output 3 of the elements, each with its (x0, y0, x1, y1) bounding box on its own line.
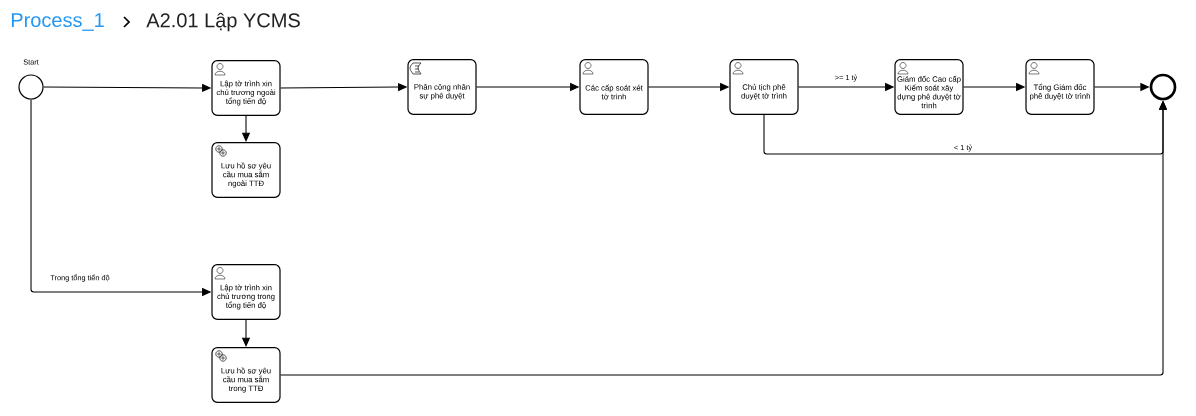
page-title: A2.01 Lập YCMS (146, 12, 300, 32)
end-event (1149, 73, 1177, 101)
breadcrumb-text: Process_1 (11, 13, 104, 31)
